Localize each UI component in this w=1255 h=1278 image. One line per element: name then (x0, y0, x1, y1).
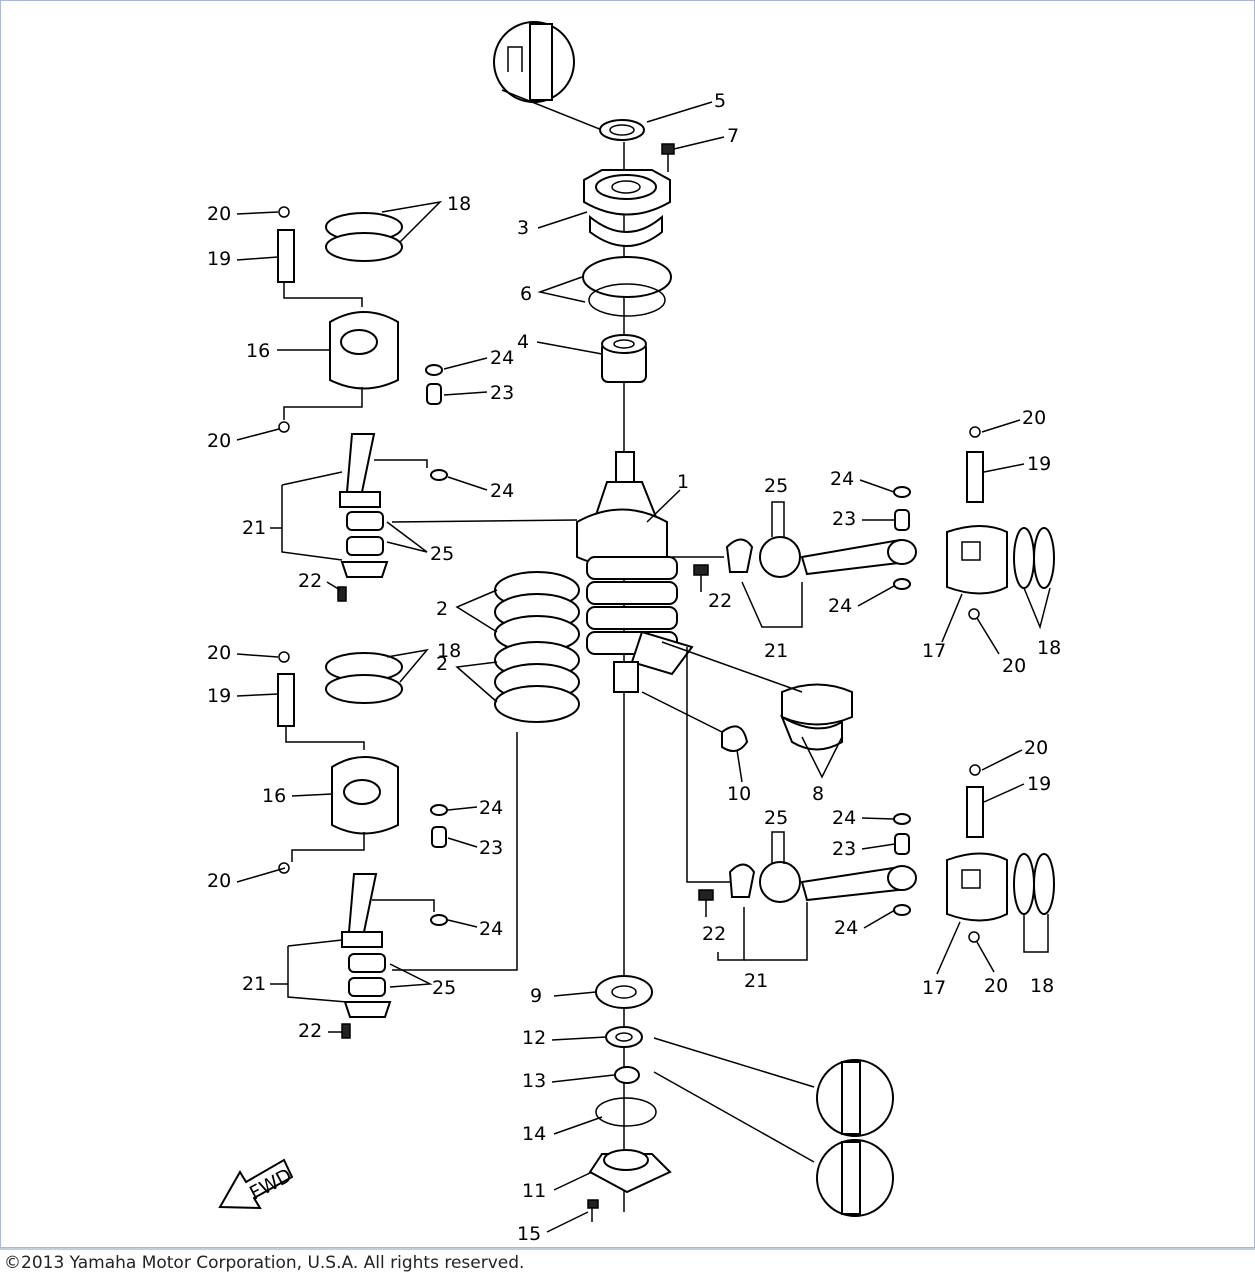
part-3-upper-housing (583, 169, 671, 247)
label-part-21-d: 21 (744, 970, 768, 992)
label-part-1: 1 (677, 471, 689, 493)
left-upper-piston-group (277, 206, 578, 602)
label-part-24-a: 24 (490, 347, 514, 369)
label-part-6: 6 (520, 283, 532, 305)
label-part-22-b: 22 (298, 1020, 322, 1042)
part-10-clip (721, 725, 749, 752)
label-part-16-b: 16 (262, 785, 286, 807)
label-part-3: 3 (517, 217, 529, 239)
part-11-lower-housing (588, 1149, 672, 1194)
label-part-20-c: 20 (207, 642, 231, 664)
label-part-8: 8 (812, 783, 824, 805)
label-part-22-d: 22 (702, 923, 726, 945)
part-12-oil-seal (605, 1026, 643, 1048)
label-part-23-d: 23 (832, 838, 856, 860)
part-15-bolt (587, 1199, 599, 1222)
label-part-21-b: 21 (242, 973, 266, 995)
part-5-oil-seal (599, 119, 645, 141)
part-4-needle-bearing (601, 334, 647, 383)
label-part-18-d: 18 (1030, 975, 1054, 997)
lower-seal-detail-callouts (653, 1037, 894, 1217)
right-upper-piston-group (672, 426, 1055, 620)
label-part-24-f: 24 (828, 595, 852, 617)
label-part-24-g: 24 (832, 807, 856, 829)
label-part-7: 7 (727, 125, 739, 147)
part-9-ball-bearing (595, 975, 653, 1009)
label-part-20-e: 20 (1022, 407, 1046, 429)
part-14-o-ring (595, 1097, 657, 1127)
part-number-labels: 5 7 3 6 4 1 2 2 10 8 9 12 13 (207, 90, 1061, 1245)
label-part-4: 4 (517, 331, 529, 353)
label-part-24-b: 24 (490, 480, 514, 502)
label-part-19-a: 19 (207, 248, 231, 270)
label-part-22-a: 22 (298, 570, 322, 592)
label-part-15: 15 (517, 1223, 541, 1245)
label-part-2-lower: 2 (436, 653, 448, 675)
label-part-12: 12 (522, 1027, 546, 1049)
label-part-18-b: 18 (437, 640, 461, 662)
left-lower-piston-group (277, 651, 518, 1039)
label-part-9: 9 (530, 985, 542, 1007)
label-part-19-d: 19 (1027, 773, 1051, 795)
label-part-25-d: 25 (764, 807, 788, 829)
part-7-bolt (661, 143, 675, 172)
label-part-25-a: 25 (430, 543, 454, 565)
label-part-10: 10 (727, 783, 751, 805)
label-part-19-c: 19 (1027, 453, 1051, 475)
label-part-25-b: 25 (432, 977, 456, 999)
part-13-oil-seal (614, 1066, 640, 1084)
label-part-19-b: 19 (207, 685, 231, 707)
footer: ©2013 Yamaha Motor Corporation, U.S.A. A… (0, 1248, 1255, 1278)
label-part-20-a: 20 (207, 203, 231, 225)
label-part-24-d: 24 (479, 918, 503, 940)
label-part-20-h: 20 (984, 975, 1008, 997)
label-part-20-d: 20 (207, 870, 231, 892)
label-part-18-a: 18 (447, 193, 471, 215)
label-part-18-c: 18 (1037, 637, 1061, 659)
label-part-20-g: 20 (1024, 737, 1048, 759)
part-1-crankshaft (576, 451, 694, 693)
label-part-24-c: 24 (479, 797, 503, 819)
label-part-23-c: 23 (832, 508, 856, 530)
label-part-23-b: 23 (479, 837, 503, 859)
label-part-21-a: 21 (242, 517, 266, 539)
label-part-20-f: 20 (1002, 655, 1026, 677)
fwd-arrow-icon: FWD (218, 1158, 296, 1210)
part-2-seal-rings (494, 571, 580, 723)
label-part-13: 13 (522, 1070, 546, 1092)
label-part-17-b: 17 (922, 977, 946, 999)
part-8-bearing (780, 683, 853, 751)
seal-detail-callout (493, 21, 603, 131)
label-part-16-a: 16 (246, 340, 270, 362)
label-part-14: 14 (522, 1123, 546, 1145)
diagram-frame: FWD 5 7 3 6 4 1 2 2 10 8 9 12 (0, 0, 1255, 1248)
label-part-11: 11 (522, 1180, 546, 1202)
right-lower-piston-group (686, 647, 1055, 943)
part-6-o-rings (582, 256, 672, 317)
label-part-20-b: 20 (207, 430, 231, 452)
label-part-5: 5 (714, 90, 726, 112)
label-part-24-h: 24 (834, 917, 858, 939)
label-part-24-e: 24 (830, 468, 854, 490)
label-part-23-a: 23 (490, 382, 514, 404)
copyright-text: ©2013 Yamaha Motor Corporation, U.S.A. A… (4, 1253, 525, 1273)
label-part-17-a: 17 (922, 640, 946, 662)
label-part-2-upper: 2 (436, 598, 448, 620)
label-part-21-c: 21 (764, 640, 788, 662)
label-part-25-c: 25 (764, 475, 788, 497)
exploded-parts-diagram: FWD 5 7 3 6 4 1 2 2 10 8 9 12 (207, 21, 1061, 1245)
label-part-22-c: 22 (708, 590, 732, 612)
